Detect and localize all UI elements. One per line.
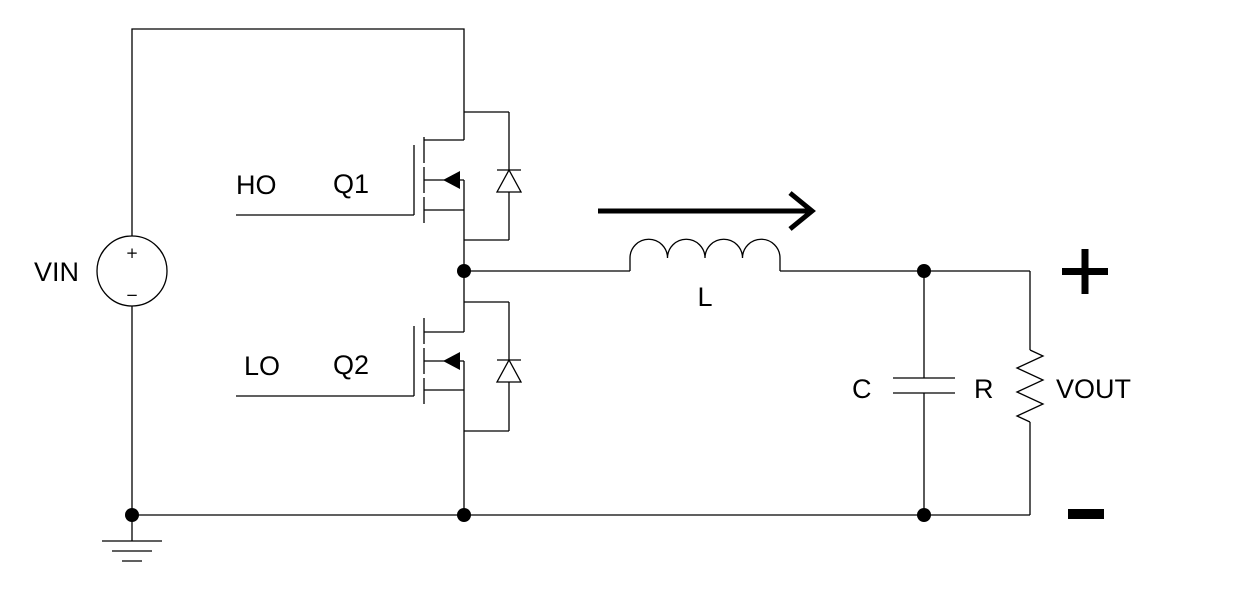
vout-label: VOUT: [1056, 374, 1131, 404]
q1-label: Q1: [333, 169, 369, 199]
resistor-label: R: [974, 374, 994, 404]
inductor-label: L: [697, 282, 712, 312]
q2-label: Q2: [333, 350, 369, 380]
q2-mosfet: [236, 271, 523, 515]
q2-body-arrow: [443, 352, 460, 370]
ground-junction-q2: [457, 508, 471, 522]
vin-minus-sign: −: [126, 286, 139, 304]
output-minus-sign: [1068, 509, 1104, 519]
vin-top-wire: [131, 28, 465, 236]
lo-label: LO: [244, 351, 280, 381]
ho-label: HO: [236, 170, 277, 200]
inductor: [629, 238, 781, 271]
ground-symbol: [102, 515, 162, 562]
resistor: [1015, 271, 1045, 515]
q1-body-arrow: [443, 171, 460, 189]
vin-label: VIN: [34, 257, 79, 287]
q1-mosfet: [236, 111, 523, 271]
output-plus-sign: [1062, 249, 1108, 294]
capacitor: [893, 271, 955, 515]
q1-body-diode: [464, 112, 523, 241]
capacitor-label: C: [852, 374, 872, 404]
current-arrow: [598, 191, 816, 231]
q2-body-diode: [464, 302, 523, 432]
vin-source: + −: [96, 235, 168, 307]
ground-junction-c: [917, 508, 931, 522]
vin-plus-sign: +: [126, 244, 139, 262]
